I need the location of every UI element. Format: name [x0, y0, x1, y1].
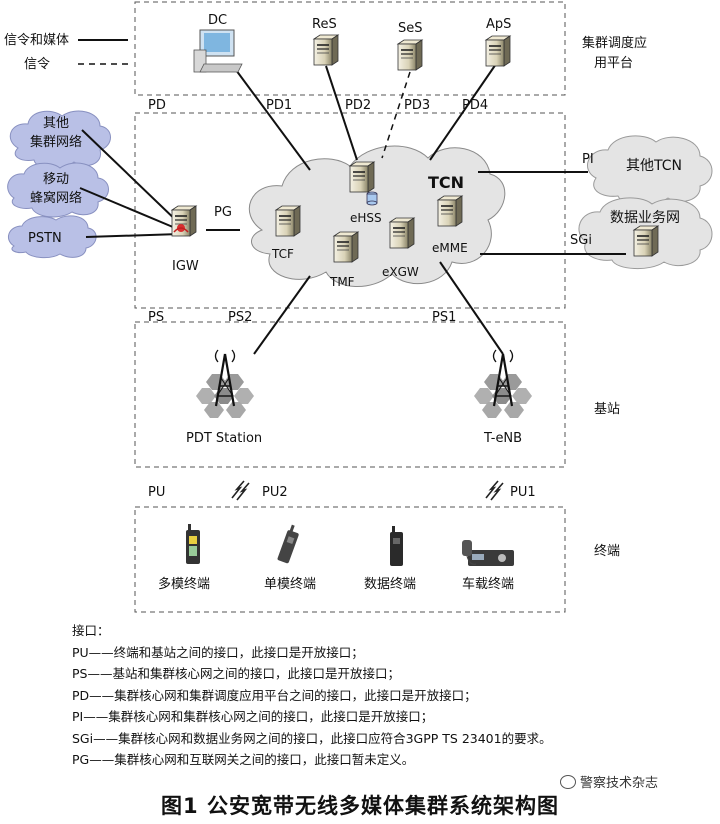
vehicle-terminal-label: 车载终端 — [462, 576, 514, 592]
network-labels: 其他 集群网络 移动 蜂窝网络 PSTN 其他TCN 数据业务网 — [28, 116, 682, 246]
note-line: PS——基站和集群核心网之间的接口，此接口是开放接口； — [72, 666, 400, 681]
tcn-label: TCN — [428, 173, 464, 192]
other-cluster-label-line1: 其他 — [43, 116, 69, 131]
pstn-label: PSTN — [28, 231, 62, 246]
interface-pd2: PD2 — [345, 98, 371, 113]
res-server-icon — [313, 34, 339, 66]
link-other-cluster-igw — [81, 129, 183, 227]
mobile-label-line2: 蜂窝网络 — [30, 190, 82, 206]
aps-server-icon — [485, 35, 511, 67]
link-res-tcn — [325, 65, 358, 161]
igw-icon — [171, 205, 197, 237]
t-enb-tower-icon — [472, 348, 534, 420]
note-line: PG——集群核心网和互联网关之间的接口，此接口暂未定义。 — [72, 752, 415, 767]
t-enb-label: T-eNB — [483, 431, 522, 446]
dc-workstation-icon — [193, 29, 243, 73]
legend-signal-label: 信令 — [24, 57, 50, 72]
terminal-region-label: 终端 — [594, 543, 620, 559]
pdt-station-label: PDT Station — [186, 431, 262, 446]
note-line: PD——集群核心网和集群调度应用平台之间的接口，此接口是开放接口； — [72, 687, 477, 703]
link-dc-tcn — [235, 69, 311, 171]
link-ps1 — [439, 261, 504, 355]
multi-mode-terminal-icon — [186, 524, 200, 564]
interface-notes: 接口： PU——终端和基站之间的接口，此接口是开放接口； PS——基站和集群核心… — [72, 620, 702, 771]
note-line: PU——终端和基站之间的接口，此接口是开放接口； — [72, 644, 364, 660]
data-terminal-icon — [390, 526, 403, 566]
terminal-frame — [134, 506, 566, 613]
dc-label: DC — [208, 13, 227, 28]
link-mobile-igw — [79, 187, 181, 231]
exgw-server-icon — [389, 217, 415, 249]
legend: 信令和媒体 信令 — [4, 33, 128, 72]
interface-pg: PG — [214, 205, 232, 220]
pu2-wireless-icon — [231, 480, 250, 501]
interface-pu2: PU2 — [262, 485, 288, 500]
mobile-cloud — [7, 162, 109, 218]
platform-frame — [134, 1, 566, 96]
tcf-server-icon — [275, 205, 301, 237]
tmf-server-icon — [333, 231, 359, 263]
aps-label: ApS — [486, 17, 511, 32]
interface-pu: PU — [148, 485, 165, 500]
interface-sgi: SGi — [570, 233, 592, 248]
ses-server-icon — [397, 39, 423, 71]
emme-server-icon — [437, 195, 463, 227]
platform-label: 集群调度应用平台 — [582, 35, 647, 71]
single-mode-terminal-label: 单模终端 — [264, 576, 316, 592]
other-cluster-cloud — [9, 110, 111, 169]
link-ses-tcn — [381, 71, 411, 159]
single-mode-terminal-icon — [277, 524, 299, 564]
interface-pd3: PD3 — [404, 98, 430, 113]
ehss-label: eHSS — [350, 211, 382, 225]
interface-pd4: PD4 — [462, 98, 488, 113]
other-cluster-label-line2: 集群网络 — [30, 134, 82, 150]
pu1-wireless-icon — [485, 480, 504, 501]
other-tcn-label: 其他TCN — [626, 158, 682, 174]
interface-ps1: PS1 — [432, 310, 456, 325]
igw-label: IGW — [172, 259, 199, 274]
link-pstn-igw — [85, 233, 181, 238]
tcf-label: TCF — [271, 247, 294, 261]
interface-ps2: PS2 — [228, 310, 252, 325]
ses-label: SeS — [398, 21, 423, 36]
exgw-label: eXGW — [382, 265, 419, 279]
wechat-icon — [560, 775, 576, 789]
pdt-station-tower-icon — [194, 348, 256, 420]
interface-pd1: PD1 — [266, 98, 292, 113]
tcn-cloud — [248, 145, 506, 287]
pstn-cloud — [7, 215, 97, 259]
interface-pi: PI — [582, 152, 594, 167]
watermark-text: 警察技术杂志 — [580, 776, 659, 791]
emme-label: eMME — [432, 241, 468, 255]
data-net-server-icon — [633, 225, 659, 257]
figure-caption: 图1 公安宽带无线多媒体集群系统架构图 — [161, 794, 559, 818]
link-ps2 — [253, 275, 311, 355]
res-label: ReS — [312, 17, 337, 32]
ehss-server-icon — [349, 161, 378, 206]
data-net-label: 数据业务网 — [610, 210, 680, 226]
note-line: SGi——集群核心网和数据业务网之间的接口，此接口应符合3GPP TS 2340… — [72, 730, 552, 746]
legend-media-label: 信令和媒体 — [4, 33, 69, 48]
multi-mode-terminal-label: 多模终端 — [158, 576, 210, 592]
note-line: PI——集群核心网和集群核心网之间的接口，此接口是开放接口； — [72, 709, 434, 724]
data-terminal-label: 数据终端 — [364, 576, 416, 592]
interface-pd: PD — [148, 98, 166, 113]
link-aps-tcn — [429, 63, 497, 161]
interface-pu1: PU1 — [510, 485, 536, 500]
vehicle-terminal-icon — [462, 540, 514, 566]
watermark: 警察技术杂志 — [560, 772, 658, 791]
interface-labels: PD PD1 PD2 PD3 PD4 PG PI SGi PS PS2 PS1 … — [148, 98, 594, 500]
mobile-label-line1: 移动 — [43, 172, 69, 187]
notes-heading: 接口： — [72, 623, 110, 638]
tmf-label: TMF — [329, 275, 355, 289]
base-station-region-label: 基站 — [594, 402, 620, 417]
connection-lines — [79, 63, 626, 355]
interface-ps: PS — [148, 310, 164, 325]
